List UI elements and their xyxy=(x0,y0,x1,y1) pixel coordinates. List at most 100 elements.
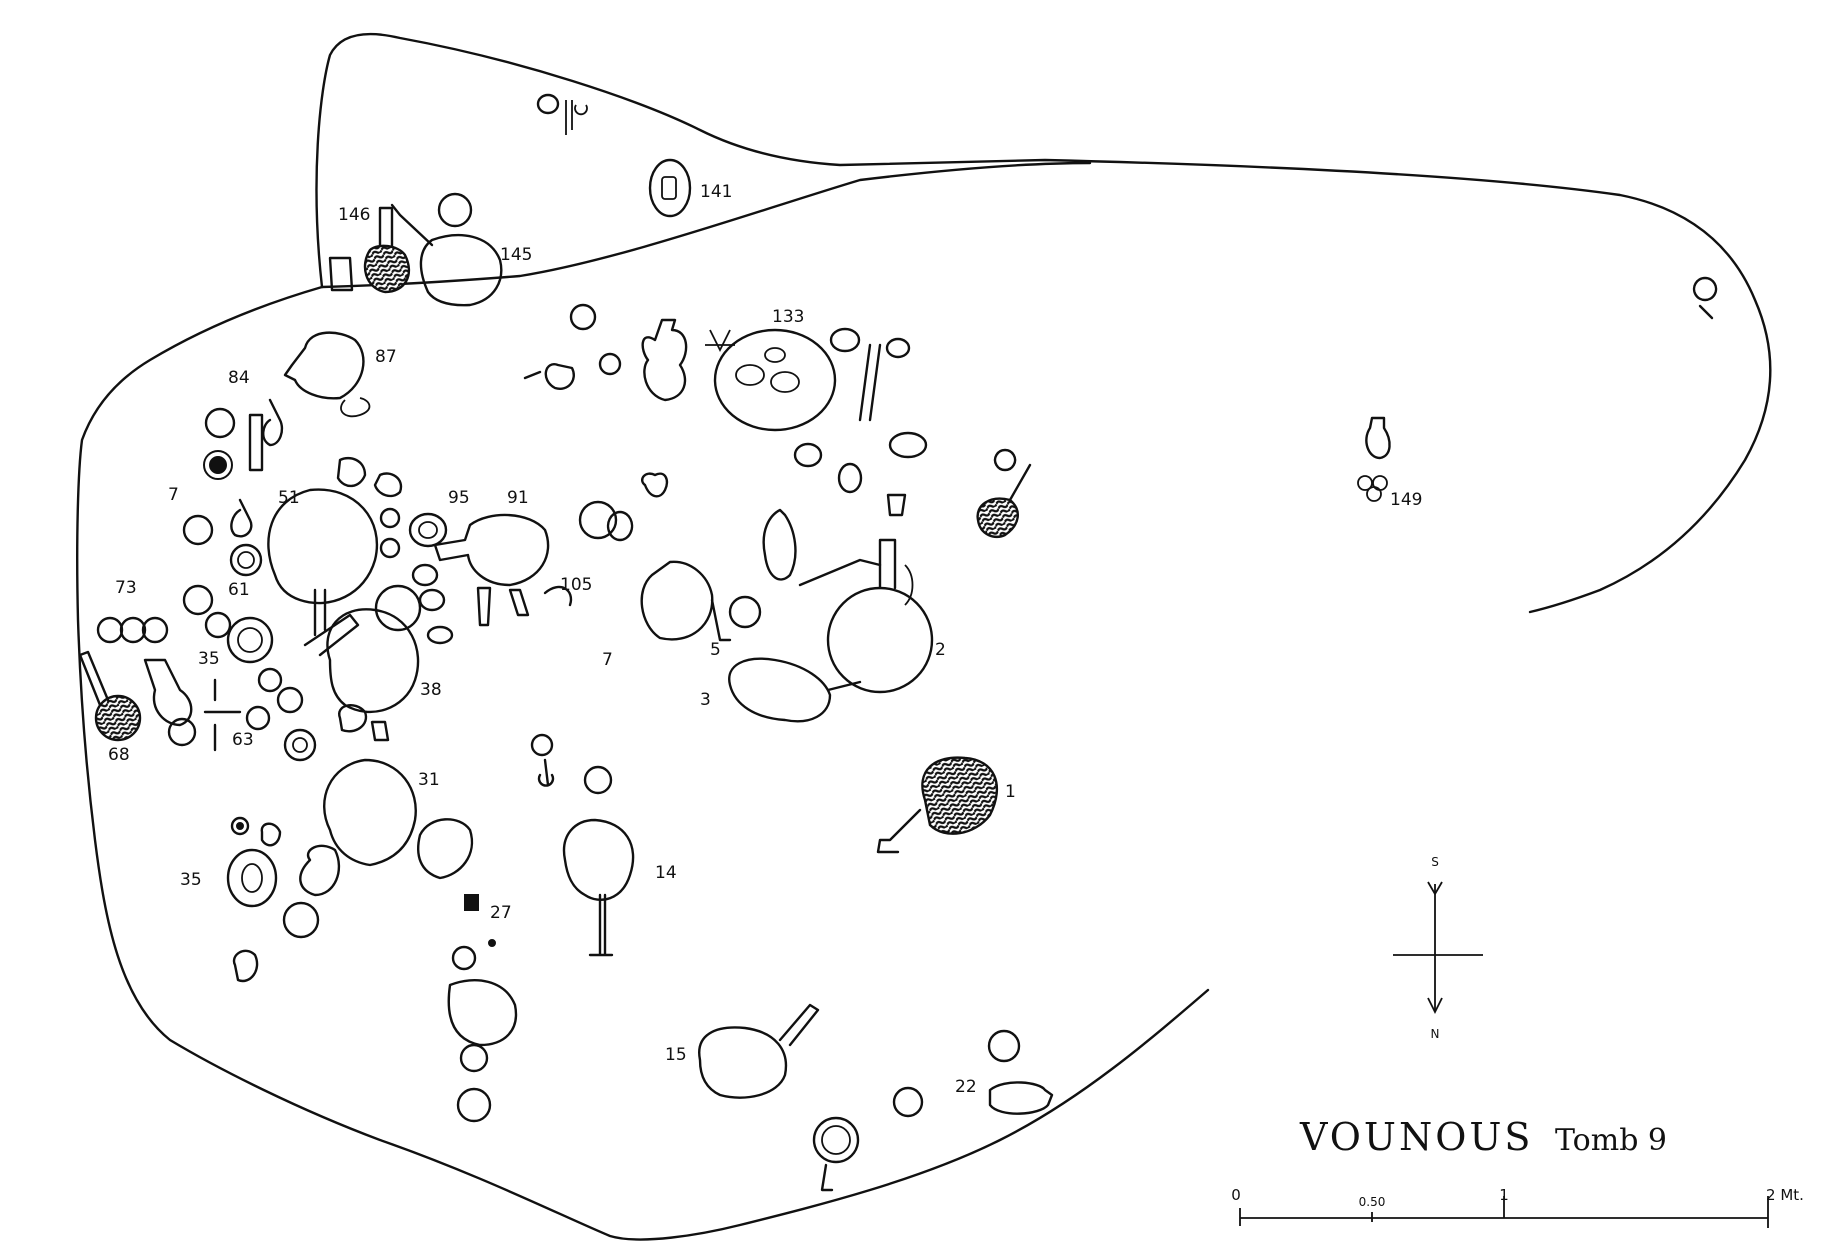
find-circle xyxy=(892,1086,924,1118)
find-right-edge xyxy=(1692,276,1718,320)
find-1-decorated-jug xyxy=(876,756,999,854)
label-31: 31 xyxy=(418,770,440,790)
find-bone xyxy=(370,720,390,742)
scale-label-2: 2 Mt. xyxy=(1766,1186,1804,1204)
find-circle xyxy=(182,514,214,546)
find-14-jug xyxy=(562,818,635,957)
find-oval xyxy=(418,588,446,612)
find-circle xyxy=(379,507,401,529)
find-ring-inner xyxy=(292,737,308,753)
find-dipper xyxy=(537,758,555,787)
find-87-jug xyxy=(283,331,371,418)
find-133-bowl xyxy=(713,328,837,432)
find-circle xyxy=(379,537,401,559)
find-double-jug xyxy=(641,318,688,402)
find-95-inner xyxy=(418,521,438,539)
find-small-jug xyxy=(262,398,284,447)
find-ring-inner xyxy=(237,627,263,653)
find-68-decorated-jug xyxy=(78,650,142,742)
label-68: 68 xyxy=(108,745,130,765)
label-38: 38 xyxy=(420,680,442,700)
find-145-jug xyxy=(390,203,503,307)
label-105: 105 xyxy=(560,575,592,595)
label-149: 149 xyxy=(1390,490,1422,510)
scale-bar: 0 0.50 1 2 Mt. xyxy=(1231,1186,1804,1228)
find-small-jug xyxy=(641,472,669,498)
find-circle xyxy=(276,686,304,714)
find-jug xyxy=(447,978,518,1047)
label-22: 22 xyxy=(955,1077,977,1097)
label-14: 14 xyxy=(655,863,677,883)
label-141: 141 xyxy=(700,182,732,202)
find-ring-dot xyxy=(236,822,244,830)
find-ring xyxy=(226,616,274,664)
find-circle xyxy=(204,407,236,439)
find-141 xyxy=(648,158,692,218)
find-circle xyxy=(141,616,169,644)
find-small-vessel-top xyxy=(536,93,588,135)
find-circle xyxy=(987,1029,1021,1063)
find-circle xyxy=(167,717,197,747)
find-small-jug xyxy=(523,363,575,390)
scale-label-half: 0.50 xyxy=(1359,1195,1386,1209)
label-35-upper: 35 xyxy=(198,649,220,669)
compass-south-label: S xyxy=(1431,855,1439,869)
find-bone xyxy=(858,343,882,422)
find-circle xyxy=(569,303,597,331)
label-87: 87 xyxy=(375,347,397,367)
label-15: 15 xyxy=(665,1045,687,1065)
find-oval xyxy=(829,327,861,353)
map-title: VOUNOUS xyxy=(1299,1115,1533,1159)
find-63-stand xyxy=(203,678,242,752)
find-oval xyxy=(606,510,634,542)
label-73: 73 xyxy=(115,578,137,598)
find-27 xyxy=(464,894,479,911)
label-5: 5 xyxy=(710,640,721,660)
find-circle xyxy=(119,616,147,644)
find-circle xyxy=(459,1043,489,1073)
find-bone xyxy=(798,558,882,587)
find-bowl xyxy=(373,472,403,498)
label-35-lower: 35 xyxy=(180,870,202,890)
find-circle xyxy=(578,500,618,540)
label-133: 133 xyxy=(772,307,804,327)
find-oval xyxy=(426,625,454,645)
scale-label-1: 1 xyxy=(1499,1186,1509,1204)
find-jug xyxy=(640,560,714,641)
finds xyxy=(78,93,1718,1192)
find-stand xyxy=(705,329,735,353)
find-circle xyxy=(204,611,232,639)
find-bone xyxy=(476,586,492,627)
label-51: 51 xyxy=(278,488,300,508)
label-7-center: 7 xyxy=(602,650,613,670)
find-2-large-jug xyxy=(826,538,934,694)
label-145: 145 xyxy=(500,245,532,265)
map-subtitle: Tomb 9 xyxy=(1555,1123,1667,1158)
north-arrow: S N xyxy=(1393,855,1483,1041)
find-35-ring-lower xyxy=(226,848,278,908)
label-7-left: 7 xyxy=(168,485,179,505)
find-95-bowl xyxy=(408,512,448,548)
find-ring xyxy=(229,543,263,577)
find-circle xyxy=(598,352,622,376)
label-84: 84 xyxy=(228,368,250,388)
find-3-jug xyxy=(728,657,862,723)
find-circle xyxy=(451,945,477,971)
find-dot xyxy=(488,939,496,947)
label-3: 3 xyxy=(700,690,711,710)
find-circle xyxy=(530,733,554,757)
find-jug xyxy=(299,844,341,897)
label-1: 1 xyxy=(1005,782,1016,802)
find-ring-inner xyxy=(237,551,255,569)
find-146-jug xyxy=(328,206,411,294)
find-circle xyxy=(456,1087,492,1123)
find-38-large-jug xyxy=(303,608,420,714)
find-circle xyxy=(374,584,422,632)
find-circle xyxy=(437,192,473,228)
label-95: 95 xyxy=(448,488,470,508)
find-hatched-jug-right xyxy=(976,448,1032,539)
find-circle xyxy=(96,616,124,644)
label-27: 27 xyxy=(490,903,512,923)
find-small-jug xyxy=(260,822,282,847)
